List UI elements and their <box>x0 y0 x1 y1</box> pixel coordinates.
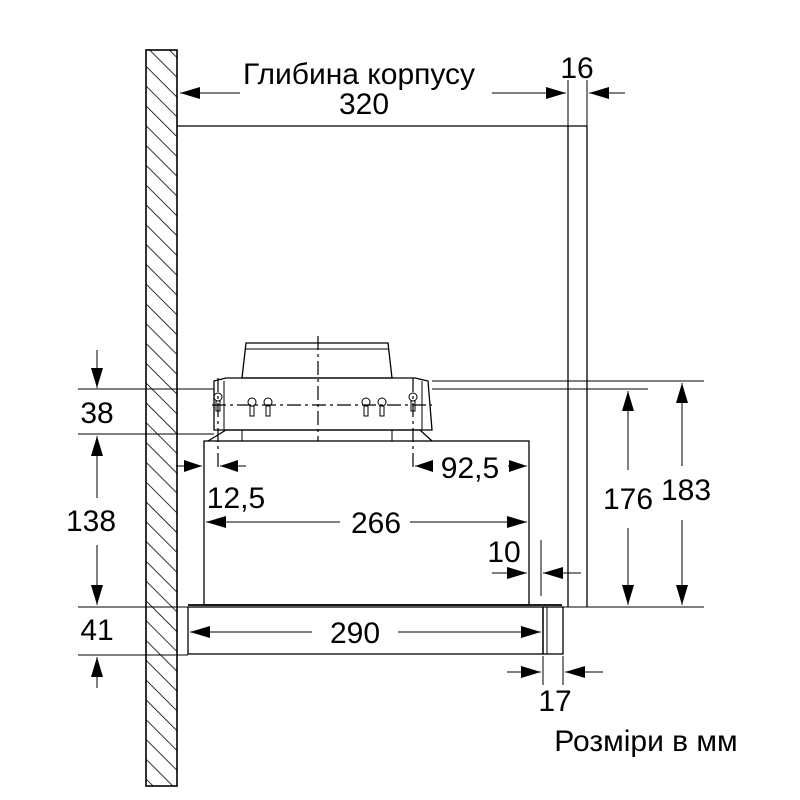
wall <box>145 49 178 787</box>
offset-left-label: 12,5 <box>207 482 265 515</box>
hood-body <box>188 440 562 606</box>
total-height-inner-label: 176 <box>603 483 653 516</box>
front-panel <box>187 606 564 655</box>
cabinet-outline <box>177 125 588 607</box>
panel-thickness-label: 16 <box>560 52 593 85</box>
left-height-dimensions <box>78 350 214 688</box>
cabinet-depth-label: Глибина корпусу <box>243 58 475 91</box>
total-height-outer-label: 183 <box>661 474 711 507</box>
bottom-part-height-label: 41 <box>80 614 113 647</box>
top-part-height-label: 38 <box>80 397 113 430</box>
depth-dimension <box>180 80 625 126</box>
gap-label: 10 <box>487 536 520 569</box>
body-height-label: 138 <box>66 505 116 538</box>
inner-width-dimensions <box>176 460 581 638</box>
units-note: Розміри в мм <box>554 725 737 758</box>
depth-value-label: 320 <box>339 88 389 121</box>
front-thickness-dimension <box>507 656 603 685</box>
front-width-label: 290 <box>330 617 380 650</box>
hood-fan-housing <box>207 336 433 470</box>
offset-right-label: 92,5 <box>441 452 499 485</box>
right-height-dimensions <box>432 380 704 608</box>
front-thickness-label: 17 <box>538 685 571 718</box>
body-width-label: 266 <box>351 507 401 540</box>
